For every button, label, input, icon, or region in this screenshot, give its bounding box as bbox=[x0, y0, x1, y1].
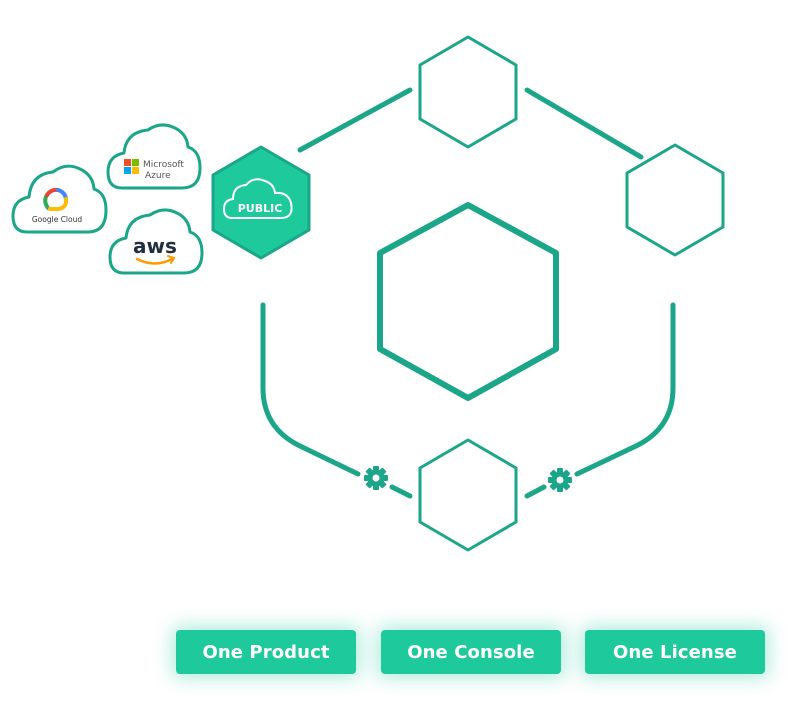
public-label: PUBLIC bbox=[238, 202, 283, 215]
microsoft-label: Microsoft bbox=[143, 160, 184, 170]
amazon-smile-logo bbox=[135, 257, 174, 265]
one-console-button[interactable]: One Console bbox=[381, 630, 561, 674]
one-license-button[interactable]: One License bbox=[585, 630, 765, 674]
cloud-outline bbox=[11, 164, 108, 234]
hex-center bbox=[377, 202, 559, 401]
aws-label: aws bbox=[133, 234, 177, 258]
microsoft-azure-badge: Microsoft Azure bbox=[106, 123, 202, 190]
hex-public: PUBLIC bbox=[211, 145, 311, 260]
one-product-button[interactable]: One Product bbox=[176, 630, 356, 674]
gear-icon bbox=[548, 468, 572, 492]
google-cloud-logo bbox=[43, 187, 69, 211]
google-cloud-badge: Google Cloud bbox=[11, 164, 108, 234]
microsoft-logo bbox=[124, 159, 139, 174]
google-cloud-label: Google Cloud bbox=[32, 215, 82, 224]
hex-bottom bbox=[418, 438, 518, 552]
cloud-icon bbox=[222, 178, 293, 219]
cloud-outline bbox=[108, 208, 204, 275]
hex-right bbox=[625, 143, 725, 257]
connector-right-bottom bbox=[524, 484, 547, 499]
hex-top bbox=[418, 35, 518, 149]
connector-top-right bbox=[524, 87, 644, 160]
gear-icon bbox=[364, 466, 388, 490]
connector-left-bottom bbox=[389, 484, 413, 499]
connector-left-lower bbox=[260, 302, 361, 477]
aws-badge: aws bbox=[108, 208, 204, 275]
connector-lines bbox=[260, 87, 676, 499]
connector-right-lower bbox=[574, 302, 676, 477]
azure-label: Azure bbox=[145, 171, 171, 181]
connector-top-left bbox=[297, 87, 413, 153]
